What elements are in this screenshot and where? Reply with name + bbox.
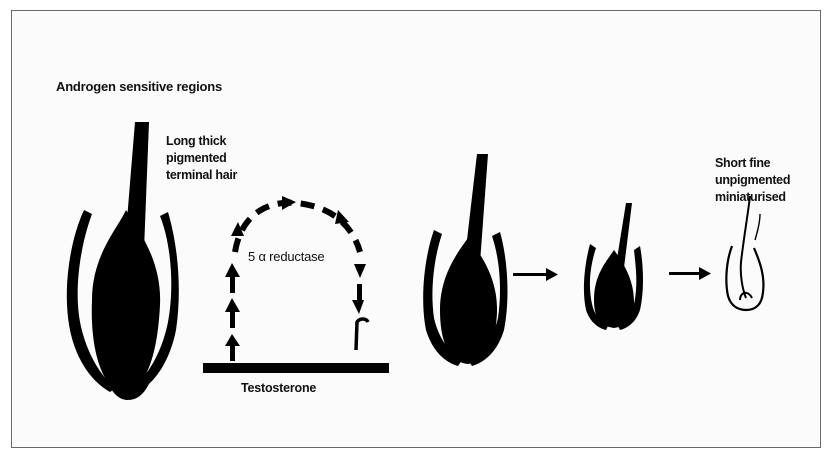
upward-arrows: [225, 263, 240, 361]
terminal-hair-follicle: [67, 122, 179, 400]
miniaturised-hair-follicle: [726, 196, 763, 310]
reductase-pathway: [203, 196, 389, 373]
arch-arrowheads: [231, 196, 366, 278]
miniaturised-hair-shaft: [741, 196, 750, 298]
progression-arrow-1: [513, 268, 558, 281]
testosterone-bar: [203, 363, 389, 373]
medium-hair-follicle: [423, 154, 507, 366]
small-hair-bulb: [594, 250, 634, 328]
miniaturised-fibre: [755, 214, 760, 240]
dashed-arch: [235, 203, 360, 252]
miniaturised-sheath: [726, 246, 763, 310]
downward-arrows: [352, 284, 364, 314]
progression-arrow-2: [669, 267, 711, 280]
product-curl: [356, 319, 368, 350]
small-hair-follicle: [584, 203, 643, 330]
